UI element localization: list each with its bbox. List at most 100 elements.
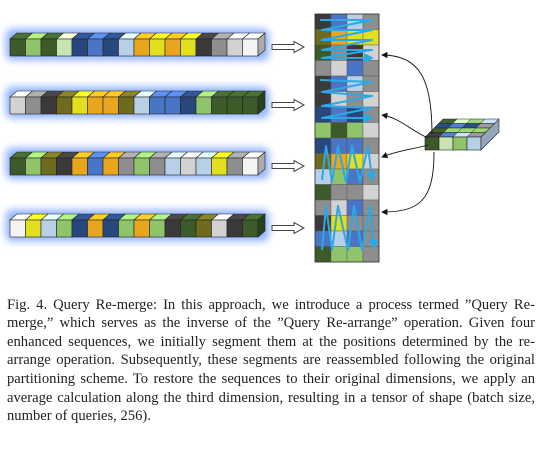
link-arrow-4: [381, 151, 435, 216]
column-border: [314, 13, 380, 263]
sequence-cell: [211, 96, 228, 115]
column-cell: [346, 60, 364, 77]
traversal-arrow-4: [321, 205, 379, 251]
reassembled-column: [314, 13, 380, 263]
enhanced-sequences: [6, 29, 269, 241]
sequence-cell: [164, 157, 181, 176]
column-cell: [314, 75, 332, 92]
sequence-cell: [133, 157, 150, 176]
sequence-cell: [87, 219, 104, 238]
caption-text: Query Re-merge: In this approach, we int…: [7, 296, 535, 425]
caption-label: Fig. 4.: [7, 296, 48, 313]
column-cell: [346, 137, 364, 154]
sequence-cell: [118, 38, 135, 57]
sequence-cell: [149, 96, 166, 115]
sequence-cell: [56, 157, 73, 176]
sequence-cell: [71, 157, 88, 176]
sequence-cell: [87, 157, 104, 176]
sequence-cell: [25, 38, 42, 57]
column-cell: [346, 122, 364, 139]
sequence-cell: [102, 96, 119, 115]
tensor-front-cell: [438, 136, 454, 151]
sequence-cell: [102, 157, 119, 176]
sequence-cell: [180, 96, 197, 115]
sequence-cell: [71, 38, 88, 57]
sequence-cell: [9, 38, 26, 57]
averaged-tensor: [424, 118, 500, 151]
tensor-front-cell: [424, 136, 440, 151]
column-cell: [346, 246, 364, 263]
sequence-cell: [149, 157, 166, 176]
sequence-cell: [25, 157, 42, 176]
column-cell: [346, 184, 364, 201]
sequence-4: [6, 210, 269, 241]
link-arrow-3: [381, 144, 429, 158]
sequence-cell: [195, 157, 212, 176]
column-cell: [314, 60, 332, 77]
column-cell: [362, 122, 380, 139]
sequence-cell: [71, 96, 88, 115]
column-cell: [314, 29, 332, 46]
sequence-cell: [118, 157, 135, 176]
sequence-cell: [195, 96, 212, 115]
sequence-cell-side: [257, 32, 266, 57]
sequence-cell: [226, 157, 243, 176]
sequence-3: [6, 148, 269, 179]
sequence-cell: [118, 96, 135, 115]
tensor-side-face: [480, 118, 500, 151]
sequence-cell: [164, 38, 181, 57]
hollow-arrow-3: [271, 159, 306, 173]
sequence-1: [6, 29, 269, 60]
sequence-cell: [56, 38, 73, 57]
sequence-cell: [56, 96, 73, 115]
query-remerge-figure: [6, 13, 500, 263]
column-cell: [362, 137, 380, 154]
transfer-arrows: [271, 40, 306, 235]
sequence-cell: [211, 219, 228, 238]
sequence-cell: [25, 96, 42, 115]
traversal-arrow-3: [321, 145, 377, 183]
sequence-cell: [87, 96, 104, 115]
column-cell: [314, 184, 332, 201]
sequence-cell-side: [257, 151, 266, 176]
hollow-arrow-1: [271, 40, 306, 54]
traversal-arrow-1: [320, 19, 374, 63]
sequence-cell: [211, 157, 228, 176]
sequence-cell: [40, 96, 57, 115]
figure-caption: Fig. 4.Query Re-merge: In this approach,…: [7, 296, 535, 426]
column-cell: [314, 122, 332, 139]
sequence-cell: [242, 96, 259, 115]
hollow-arrow-4: [271, 221, 306, 235]
column-cell: [314, 137, 332, 154]
sequence-cell: [242, 157, 259, 176]
tensor-front-cell: [466, 136, 482, 151]
sequence-cell: [180, 157, 197, 176]
column-cell: [362, 60, 380, 77]
sequence-cell: [56, 219, 73, 238]
sequence-cell-side: [257, 90, 266, 115]
sequence-cell: [87, 38, 104, 57]
sequence-cell: [180, 38, 197, 57]
sequence-cell: [9, 219, 26, 238]
sequence-cell: [40, 157, 57, 176]
column-cell: [362, 91, 380, 108]
sequence-cell: [242, 38, 259, 57]
sequence-cell: [25, 219, 42, 238]
sequence-cell: [118, 219, 135, 238]
sequence-cell: [242, 219, 259, 238]
column-cell: [330, 60, 348, 77]
column-cell: [330, 153, 348, 170]
hollow-arrow-2: [271, 98, 306, 112]
sequence-cell: [226, 96, 243, 115]
sequence-cell: [195, 219, 212, 238]
sequence-cell: [133, 219, 150, 238]
tensor-link-arrows: [381, 51, 435, 216]
link-arrow-1: [381, 51, 433, 135]
sequence-cell: [133, 38, 150, 57]
sequence-cell: [149, 38, 166, 57]
traversal-arrow-2: [319, 79, 374, 123]
sequence-cell: [102, 219, 119, 238]
sequence-cell: [164, 219, 181, 238]
column-cell: [362, 184, 380, 201]
tensor-front-cell: [452, 136, 468, 151]
